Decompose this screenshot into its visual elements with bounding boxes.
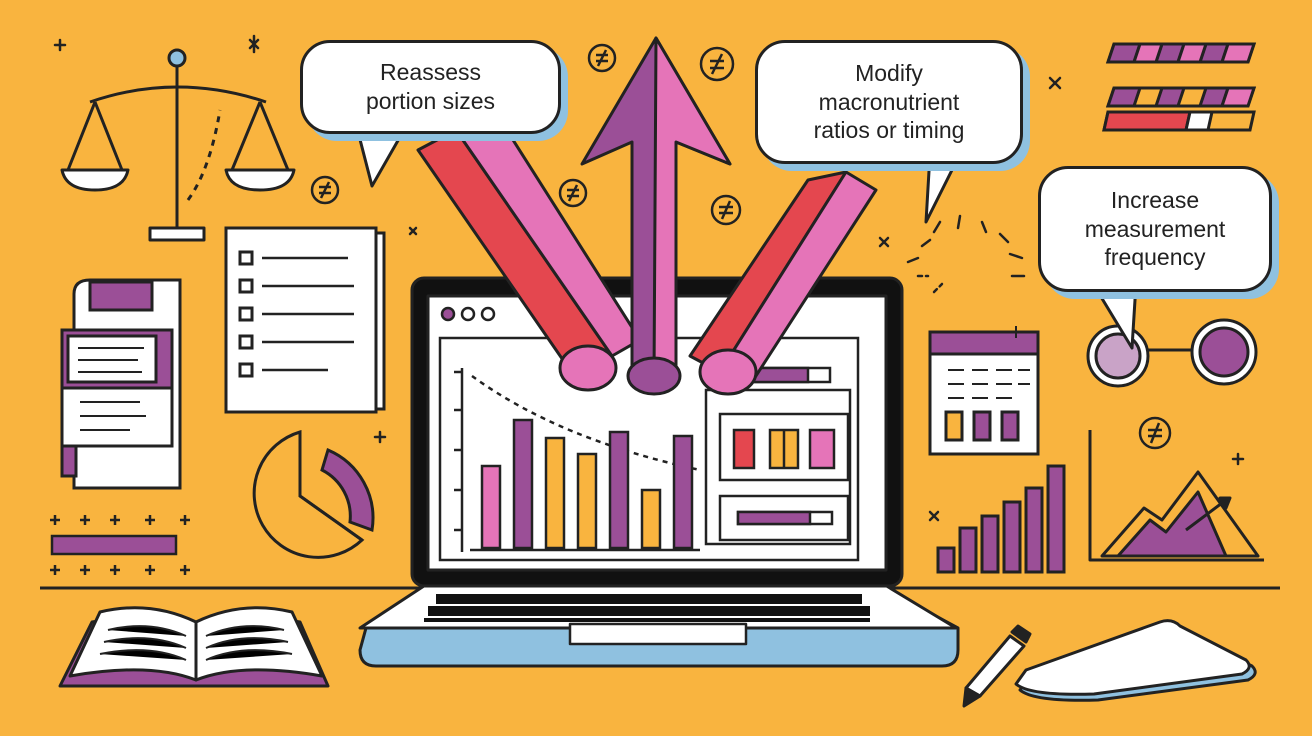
- progress-bars-icon: [1102, 42, 1257, 132]
- radiating-lines: [906, 214, 1026, 294]
- tablet-icon: [1014, 619, 1257, 702]
- laptop-keyboard: [424, 594, 870, 622]
- mountain-chart-icon: [1088, 430, 1264, 562]
- balance-scale-icon: [60, 48, 296, 242]
- screen-chart-panel: [438, 336, 860, 562]
- input-tubes: [416, 108, 878, 396]
- open-book-icon: [58, 606, 330, 688]
- bubble-tails: [354, 122, 1138, 350]
- calendar-icon: [928, 326, 1040, 456]
- callout-text: Reassess portion sizes: [365, 59, 496, 114]
- callout-increase-measurement: Increase measurement frequency: [1038, 166, 1272, 292]
- checklist-document: [224, 226, 386, 414]
- callout-text: Modify macronutrient ratios or timing: [813, 59, 965, 144]
- toggle-connector-icon: [1086, 318, 1258, 388]
- clipboard-icon: [60, 278, 182, 490]
- not-equal-icons: [310, 43, 1172, 450]
- pie-chart-icon: [252, 429, 375, 559]
- callout-text: Increase measurement frequency: [1084, 186, 1226, 271]
- callout-reassess-portion-sizes: Reassess portion sizes: [300, 40, 561, 134]
- sparkle-icons: [53, 34, 1245, 522]
- legend-markers: [50, 515, 190, 575]
- up-arrow-icon: [580, 36, 732, 396]
- browser-window-controls: [440, 306, 496, 322]
- pen-icon: [962, 624, 1032, 708]
- callout-modify-macronutrients: Modify macronutrient ratios or timing: [755, 40, 1023, 164]
- growth-bar-chart-icon: [936, 464, 1066, 574]
